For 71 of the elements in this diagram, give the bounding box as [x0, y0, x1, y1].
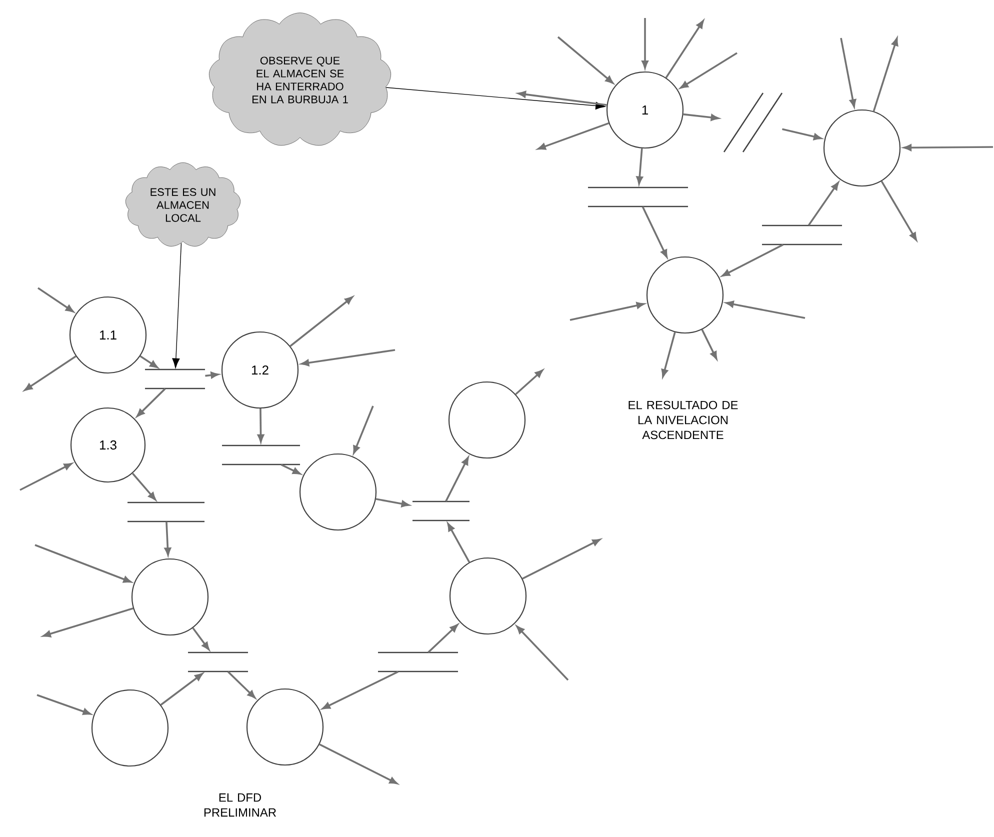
arrow	[140, 355, 158, 368]
arrow	[840, 38, 856, 108]
process-circle	[299, 453, 377, 531]
arrow	[34, 544, 132, 583]
arrow	[319, 744, 398, 784]
arrow	[301, 349, 396, 366]
arrow	[192, 627, 210, 650]
arrow	[722, 244, 784, 277]
arrow	[160, 673, 203, 706]
arrow	[872, 38, 898, 112]
arrow	[205, 372, 219, 378]
data-store	[188, 652, 248, 672]
arrow	[683, 113, 719, 121]
arrow	[518, 90, 607, 106]
arrow	[132, 472, 156, 500]
arrow	[516, 626, 569, 681]
data-store	[222, 444, 300, 466]
arrow	[280, 464, 301, 475]
callout-cloud: OBSERVE QUE EL ALMACEN SE HA ENTERRADO EN LA BURBUJA 1	[208, 12, 392, 146]
arrow	[701, 329, 718, 360]
data-store	[412, 500, 470, 522]
caption-text: EL RESULTADO DE LA NIVELACION ASCENDENTE	[628, 400, 738, 440]
data-store	[588, 186, 688, 208]
arrow	[290, 296, 353, 347]
arrow	[665, 20, 704, 78]
leader-line	[386, 87, 606, 110]
data-store	[723, 92, 783, 152]
arrow	[661, 332, 676, 378]
arrow	[353, 406, 374, 454]
arrow	[38, 287, 74, 312]
arrow	[515, 370, 544, 395]
arrow	[20, 462, 72, 491]
arrow	[808, 182, 839, 226]
arrow	[322, 670, 399, 710]
arrow	[24, 356, 76, 391]
arrow	[680, 52, 738, 89]
data-store	[762, 224, 842, 246]
arrow	[257, 408, 264, 442]
process-circle	[449, 557, 527, 635]
data-store	[378, 652, 458, 672]
arrow	[636, 148, 643, 184]
process-circle	[131, 558, 209, 636]
arrow	[880, 180, 917, 241]
arrow	[447, 523, 470, 563]
process-circle	[646, 256, 724, 334]
arrow	[642, 206, 668, 258]
arrow	[42, 607, 134, 638]
arrow	[227, 671, 256, 698]
arrow	[538, 122, 610, 150]
arrow	[903, 144, 993, 151]
arrow	[445, 456, 469, 502]
process-circle	[91, 689, 169, 767]
arrow	[36, 694, 91, 715]
arrow	[376, 498, 410, 508]
arrow	[782, 128, 822, 140]
arrow	[726, 300, 806, 319]
leader-line	[172, 242, 182, 368]
process-circle	[448, 381, 526, 459]
process-circle	[823, 109, 901, 187]
callout-cloud: ESTE ES UN ALMACEN LOCAL	[125, 162, 241, 246]
process-circle	[246, 688, 324, 766]
data-store	[145, 368, 205, 390]
arrow	[522, 538, 600, 580]
data-store	[128, 502, 204, 522]
arrow	[642, 18, 648, 69]
arrow	[557, 36, 614, 84]
arrow	[136, 388, 166, 417]
arrow	[570, 302, 644, 321]
arrow	[164, 522, 172, 556]
caption-text: EL DFD PRELIMINAR	[204, 793, 276, 817]
arrow	[428, 624, 458, 653]
